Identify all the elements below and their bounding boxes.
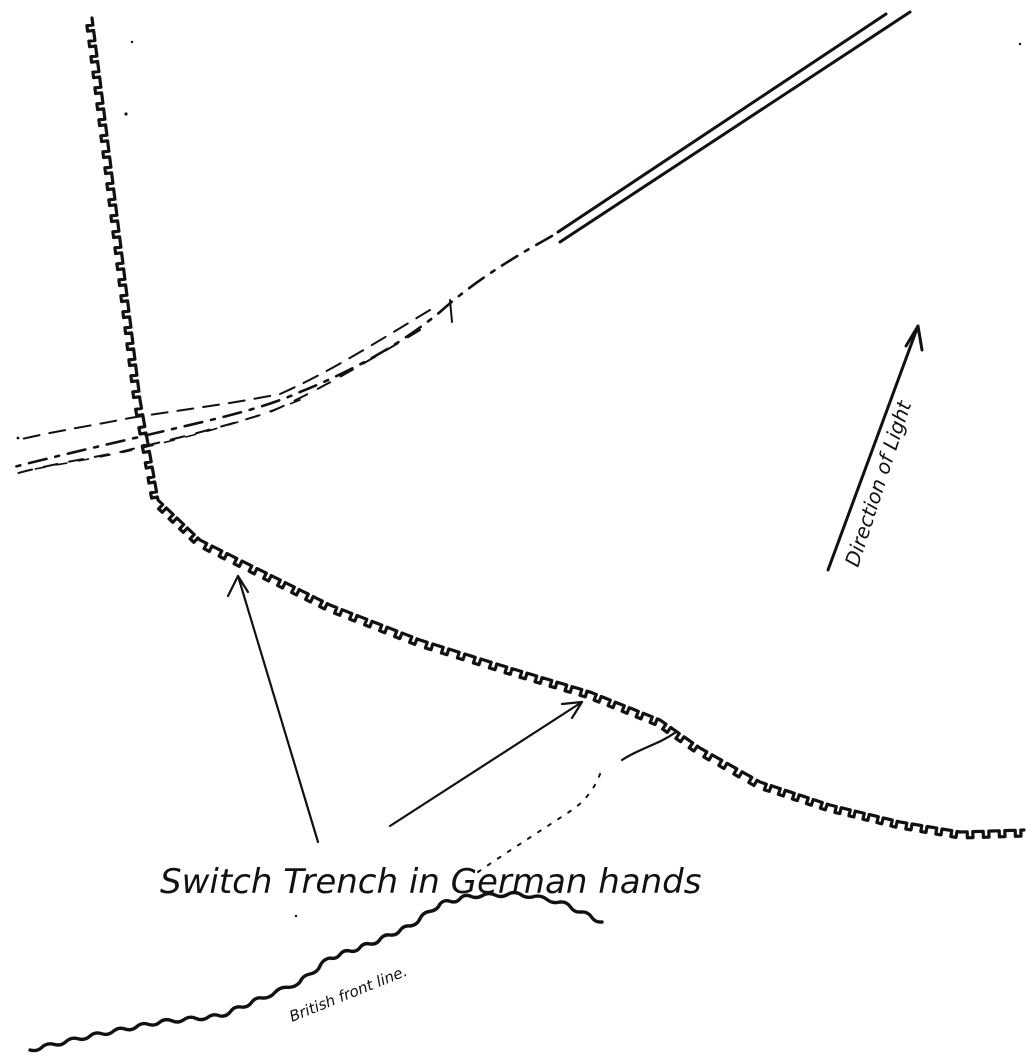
track-dashed-upper bbox=[17, 309, 431, 441]
paper-specks bbox=[16, 40, 1022, 918]
pointer-arrow-right-head bbox=[560, 700, 584, 720]
pointer-arrow-left-shaft bbox=[236, 574, 320, 844]
track-line-lower bbox=[558, 10, 912, 244]
light-direction-arrow-shaft bbox=[826, 324, 920, 572]
british-front-line-label: British front line. bbox=[287, 962, 410, 1026]
pointer-arrow-left-head bbox=[226, 574, 250, 598]
track-line-upper bbox=[556, 12, 888, 234]
light-direction-arrow-head bbox=[904, 324, 924, 352]
track-dashed-lower bbox=[7, 329, 421, 477]
track-dashed-faint bbox=[29, 399, 301, 471]
track-dashed-centre bbox=[8, 234, 554, 470]
pointer-arrow-right-shaft bbox=[388, 700, 584, 828]
british-front-line bbox=[28, 890, 604, 1053]
switch-trench-offshoot bbox=[620, 730, 678, 762]
switch-trench-label: Switch Trench in German hands bbox=[160, 862, 701, 902]
track-gap-mark bbox=[449, 299, 453, 323]
dotted-approach-line bbox=[477, 767, 603, 873]
direction-of-light-label: Direction of Light bbox=[840, 397, 917, 570]
switch-trench-line bbox=[85, 16, 1026, 840]
